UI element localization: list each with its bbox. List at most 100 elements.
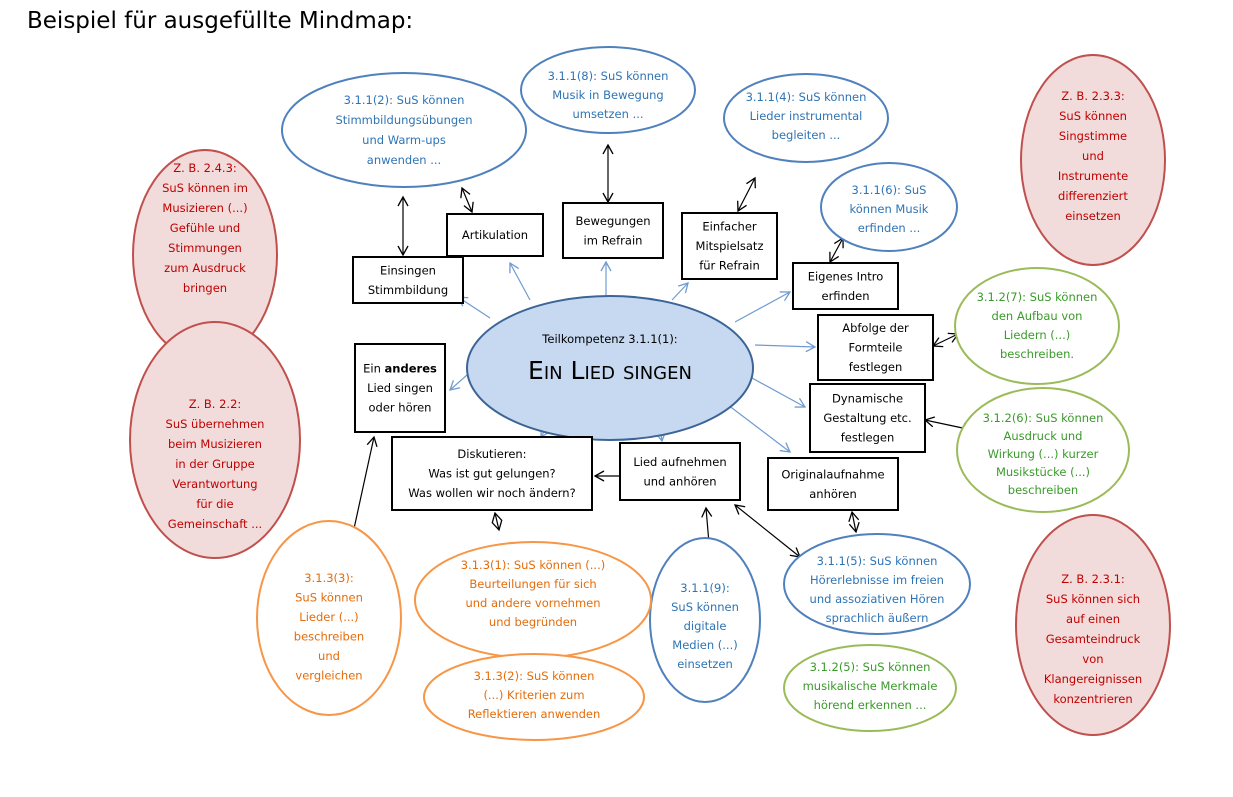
bubble-text: beschreiben. — [1000, 347, 1074, 361]
box-text: festlegen — [841, 431, 895, 445]
bubble-text: SuS übernehmen — [166, 417, 265, 431]
bubble-text: einsetzen — [677, 657, 733, 671]
bubble-text: Gefühle und — [170, 221, 240, 235]
bubble-outline — [129, 321, 301, 559]
arrow-connector — [727, 404, 792, 453]
bubble-text: SuS können — [671, 600, 739, 614]
activity-box-aufnehmen: Lied aufnehmen und anhören — [619, 442, 741, 501]
box-text: Was wollen wir noch ändern? — [408, 486, 575, 500]
bubble-outline — [423, 653, 645, 741]
box-text: für Refrain — [699, 259, 760, 273]
bubble-outline — [1020, 54, 1166, 266]
bubble-text: erfinden ... — [858, 221, 921, 235]
bubble-text: bringen — [183, 281, 227, 295]
arrow-connector — [734, 291, 792, 323]
bubble-text: in der Gruppe — [175, 457, 255, 471]
box-text: erfinden — [822, 289, 870, 303]
double-arrow-connector — [733, 504, 802, 558]
bubble-outline — [1015, 514, 1171, 736]
central-subtitle: Teilkompetenz 3.1.1(1): — [541, 332, 677, 346]
box-text: Formteile — [848, 341, 902, 355]
box-text: Ein anderes — [363, 362, 437, 376]
box-outline — [792, 262, 899, 310]
bubble-text: SuS können im — [162, 181, 248, 195]
bubble-text: Stimmungen — [168, 241, 242, 255]
bubble-text: 3.1.2(7): SuS können — [977, 290, 1098, 304]
box-text: oder hören — [369, 401, 432, 415]
bubble-text: 3.1.1(2): SuS können — [344, 93, 465, 107]
box-text: Abfolge der — [842, 321, 909, 335]
bubble-outline — [820, 162, 958, 252]
box-outline — [446, 213, 544, 257]
double-arrow-connector — [491, 511, 503, 532]
bubble-text: digitale — [684, 619, 727, 633]
bubble-text: Musik in Bewegung — [552, 88, 663, 102]
bubble-outline — [649, 537, 761, 703]
bubble-text: und Warm-ups — [362, 133, 446, 147]
bubble-text: Gemeinschaft ... — [168, 517, 262, 531]
bubble-text: 3.1.3(2): SuS können — [474, 669, 595, 683]
bubble-text: Gesamteindruck — [1046, 632, 1141, 646]
double-arrow-connector — [829, 236, 844, 264]
box-text: und anhören — [643, 474, 716, 488]
box-text: festlegen — [849, 360, 903, 374]
box-text: Artikulation — [462, 228, 528, 242]
bubble-text: Ausdruck und — [1004, 429, 1083, 443]
competency-bubble-r1: Z. B. 2.4.3: SuS können im Musizieren (...… — [132, 149, 278, 361]
box-text: Lied aufnehmen — [633, 455, 726, 469]
bubble-text: beschreiben — [294, 630, 364, 644]
competency-bubble-o2: 3.1.3(1): SuS können (...) Beurteilungen … — [414, 541, 652, 659]
bubble-text: sprachlich äußern — [826, 611, 929, 625]
bubble-text: Z. B. 2.3.1: — [1061, 572, 1125, 586]
bubble-text: 3.1.2(6): SuS können — [983, 411, 1104, 425]
bubble-text: beschreiben — [1008, 483, 1078, 497]
bubble-text: Beurteilungen für sich — [469, 577, 596, 591]
competency-bubble-b1: 3.1.1(2): SuS könnenStimmbildungsübungen… — [281, 72, 527, 188]
box-outline — [817, 314, 934, 381]
box-text: Diskutieren: — [457, 447, 526, 461]
activity-box-artikulation: Artikulation — [446, 213, 544, 257]
arrow-connector — [448, 374, 468, 391]
bubble-text: (...) Kriterien zum — [483, 688, 584, 702]
box-text: Einfacher — [702, 220, 757, 234]
box-outline — [809, 383, 926, 453]
box-outline — [354, 343, 446, 433]
double-arrow-connector — [848, 510, 860, 534]
bubble-text: können Musik — [850, 202, 929, 216]
bubble-text: den Aufbau von — [992, 309, 1083, 323]
bubble-text: vergleichen — [295, 669, 362, 683]
bubble-text: SuS können — [295, 591, 363, 605]
bubble-outline — [723, 73, 889, 163]
bubble-outline — [783, 533, 971, 635]
box-text: anhören — [809, 487, 857, 501]
bubble-text: musikalische Merkmale — [803, 679, 938, 693]
box-text: Dynamische — [832, 392, 903, 406]
bubble-text: Verantwortung — [172, 477, 257, 491]
box-outline — [352, 256, 464, 304]
box-text: Einsingen — [380, 263, 436, 277]
bubble-text: konzentrieren — [1053, 692, 1132, 706]
bubble-text: Z. B. 2.4.3: — [173, 161, 237, 175]
competency-bubble-o3: 3.1.3(2): SuS können(...) Kriterien zumR… — [423, 653, 645, 741]
box-outline — [767, 457, 899, 511]
bubble-outline — [256, 520, 402, 716]
nodes: Z. B. 2.4.3: SuS können im Musizieren (...… — [129, 46, 1171, 741]
bubble-text: SuS können sich — [1046, 592, 1140, 606]
bubble-text: 3.1.3(1): SuS können (...) — [461, 558, 605, 572]
box-text: Bewegungen — [576, 214, 651, 228]
box-outline — [619, 442, 741, 501]
bubble-text: Musizieren (...) — [162, 201, 247, 215]
arrow-connector — [751, 377, 807, 408]
